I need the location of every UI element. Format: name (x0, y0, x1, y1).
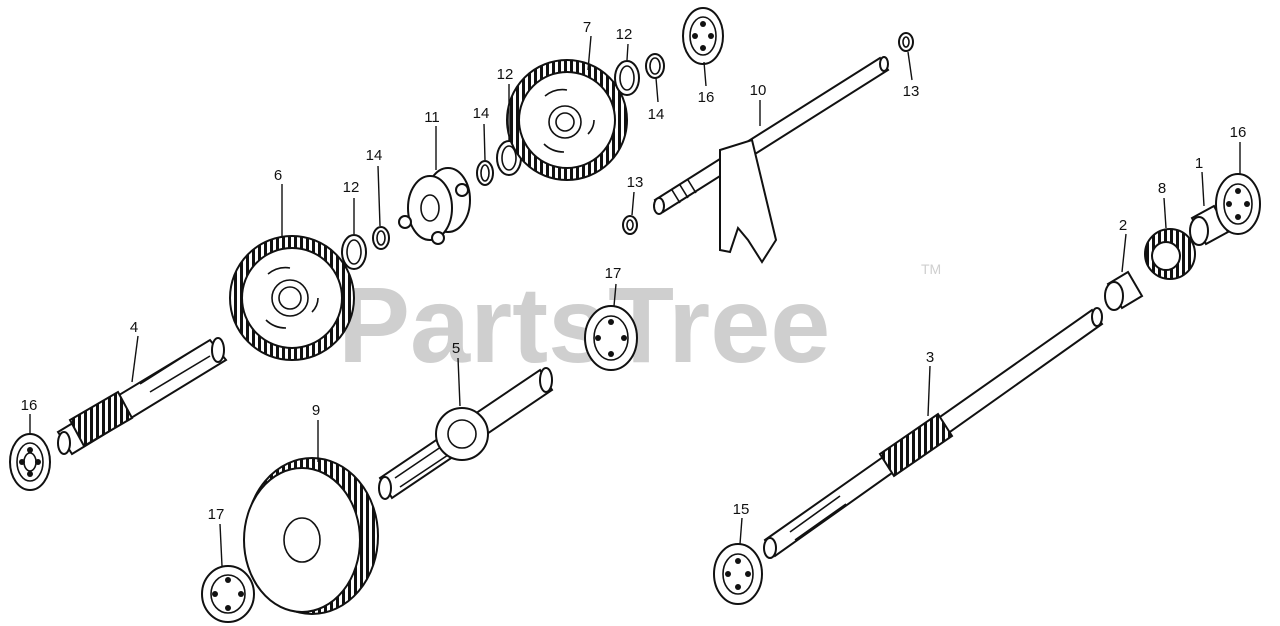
hub-part-11[interactable] (398, 167, 471, 245)
callout-7[interactable]: 7 (583, 19, 591, 36)
callout-1[interactable]: 1 (1195, 155, 1203, 172)
callout-16[interactable]: 16 (698, 89, 715, 106)
bearing-part-15[interactable] (713, 543, 763, 605)
bearing-part-16-right[interactable] (1215, 173, 1261, 235)
callout-8[interactable]: 8 (1158, 180, 1166, 197)
callout-16[interactable]: 16 (1230, 124, 1247, 141)
callout-14[interactable]: 14 (473, 105, 490, 122)
callout-9[interactable]: 9 (312, 402, 320, 419)
callout-13[interactable]: 13 (627, 174, 644, 191)
clip-part-14-b[interactable] (476, 160, 494, 186)
watermark-trademark: TM (921, 261, 941, 277)
callout-13[interactable]: 13 (903, 83, 920, 100)
gear-part-6[interactable] (229, 235, 355, 361)
callout-17[interactable]: 17 (605, 265, 622, 282)
callout-15[interactable]: 15 (733, 501, 750, 518)
clip-part-14-a[interactable] (372, 226, 390, 250)
ring-part-13-mid[interactable] (622, 215, 638, 235)
washer-part-12-a[interactable] (341, 234, 367, 270)
callout-12[interactable]: 12 (616, 26, 633, 43)
callout-3[interactable]: 3 (926, 349, 934, 366)
shaft-part-3[interactable] (763, 307, 1104, 559)
bearing-part-16-left[interactable] (9, 433, 51, 491)
collar-part-1[interactable] (1189, 204, 1230, 246)
gear-part-8[interactable] (1144, 228, 1196, 280)
leader-lines (29, 35, 1241, 567)
callout-14[interactable]: 14 (648, 106, 665, 123)
washer-part-12-c[interactable] (614, 60, 640, 96)
shift-shaft-part-10[interactable] (653, 56, 890, 264)
bearing-part-17-mid[interactable] (584, 305, 638, 371)
gear-part-9[interactable] (243, 457, 379, 615)
callout-12[interactable]: 12 (497, 66, 514, 83)
watermark-text: PartsTree (338, 264, 830, 385)
callout-5[interactable]: 5 (452, 340, 460, 357)
callout-14[interactable]: 14 (366, 147, 383, 164)
sprocket-shaft-part-5[interactable] (378, 367, 554, 500)
callout-10[interactable]: 10 (750, 82, 767, 99)
bearing-part-16-top[interactable] (682, 7, 724, 65)
callout-4[interactable]: 4 (130, 319, 138, 336)
clip-part-14-c[interactable] (645, 53, 665, 79)
collar-part-2[interactable] (1104, 270, 1144, 311)
callout-2[interactable]: 2 (1119, 217, 1127, 234)
ring-part-13-top[interactable] (898, 32, 914, 52)
gear-part-7[interactable] (506, 59, 628, 181)
callout-6[interactable]: 6 (274, 167, 282, 184)
callout-17[interactable]: 17 (208, 506, 225, 523)
callout-11[interactable]: 11 (424, 109, 440, 126)
shaft-part-4[interactable] (56, 337, 228, 456)
callout-labels: 16 4 9 17 6 12 14 11 14 12 7 12 14 16 10 13 13 17 5 3 2 8 1 16 1… (21, 19, 1247, 523)
callout-16[interactable]: 16 (21, 397, 38, 414)
callout-12[interactable]: 12 (343, 179, 360, 196)
bearing-part-17-bottom[interactable] (201, 565, 255, 623)
